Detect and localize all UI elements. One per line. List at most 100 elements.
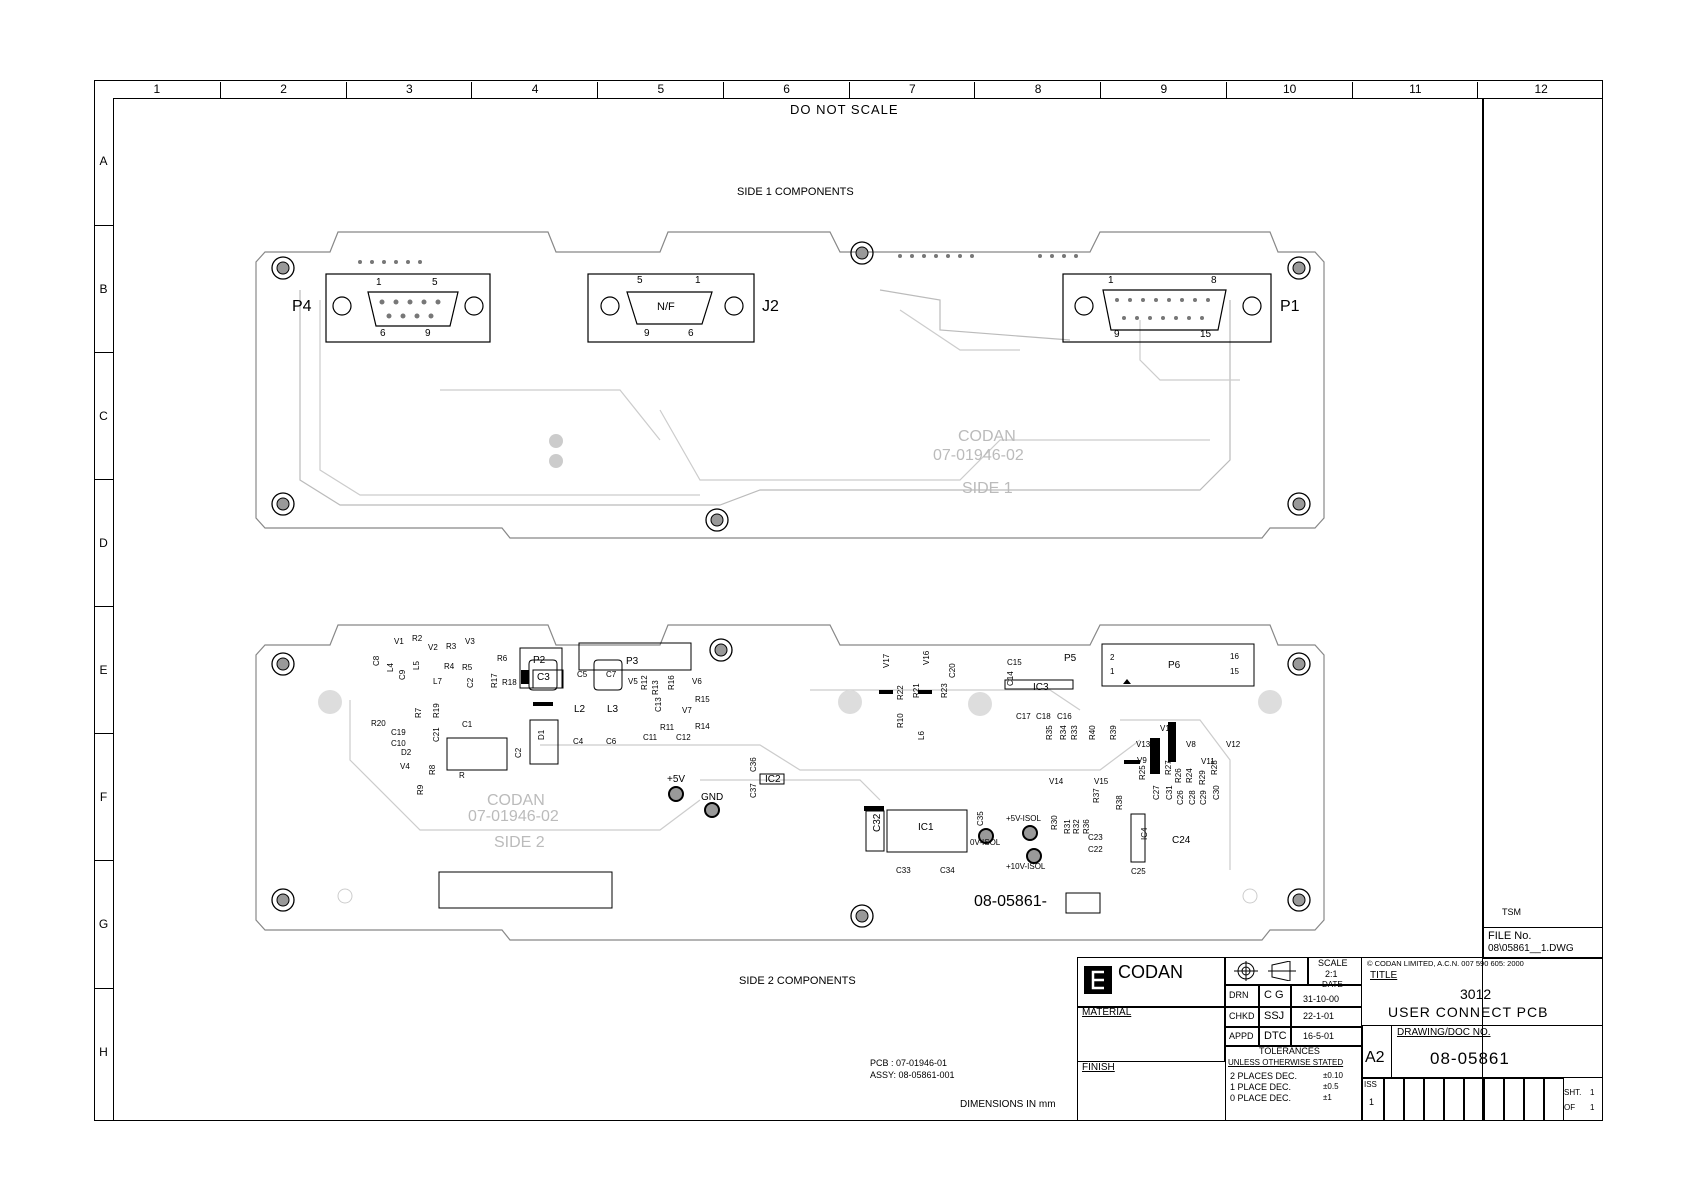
component-label: R11 xyxy=(660,723,675,732)
component-label: R23 xyxy=(940,683,949,698)
component-label: C10 xyxy=(391,739,406,748)
issue-grid-cell xyxy=(1464,1078,1484,1121)
component-label: V9 xyxy=(1137,756,1147,765)
issue-grid-cell xyxy=(1424,1078,1444,1121)
issue-grid-cell xyxy=(1524,1078,1544,1121)
component-label: R2 xyxy=(412,634,423,643)
component-label: IC2 xyxy=(765,774,781,785)
side1-title: SIDE 1 COMPONENTS xyxy=(737,186,854,198)
dimensions-note: DIMENSIONS IN mm xyxy=(960,1099,1056,1110)
material-cell xyxy=(1077,1007,1225,1062)
zone-row-label: A xyxy=(99,154,108,168)
component-label: R6 xyxy=(497,654,508,663)
zone-column-label: 6 xyxy=(722,82,850,98)
component-label: R5 xyxy=(462,663,473,672)
component-label: R25 xyxy=(1138,765,1147,780)
projection-cell xyxy=(1225,957,1308,985)
component-label: C37 xyxy=(749,783,758,798)
component-label: P6 xyxy=(1168,660,1181,671)
component-label: IC4 xyxy=(1140,827,1149,840)
tolerance-value: ±0.10 xyxy=(1323,1071,1343,1080)
material-label: MATERIAL xyxy=(1082,1007,1132,1018)
issue-grid-cell xyxy=(1484,1078,1504,1121)
component-label: R24 xyxy=(1185,768,1194,783)
zone-row-label: B xyxy=(94,225,113,353)
component-label: 2 xyxy=(1110,653,1115,662)
component-label: L3 xyxy=(607,704,619,715)
approval-initials: SSJ xyxy=(1264,1010,1285,1022)
component-label: C12 xyxy=(676,733,691,742)
component-label: R27 xyxy=(1164,760,1173,775)
iss-value: 1 xyxy=(1369,1097,1375,1107)
component-label: C9 xyxy=(398,669,407,680)
issue-grid-cell xyxy=(1504,1078,1524,1121)
zone-row-label: G xyxy=(94,860,113,988)
component-label: V16 xyxy=(922,650,931,665)
component-label: V2 xyxy=(428,643,438,652)
projection-symbol-icon xyxy=(1234,961,1296,981)
zone-row-label: F xyxy=(94,733,113,861)
zone-row-label: H xyxy=(94,987,113,1116)
scale-value: 2:1 xyxy=(1325,969,1338,979)
j2-pin-1: 1 xyxy=(695,275,701,286)
side2-title: SIDE 2 COMPONENTS xyxy=(739,975,856,987)
p1-pin-15: 15 xyxy=(1200,329,1212,340)
component-label: C2 xyxy=(466,677,475,688)
approval-cell xyxy=(1259,1027,1291,1046)
size-cell xyxy=(1362,1025,1392,1078)
component-label: +5V-ISOL xyxy=(1006,814,1041,823)
component-label: C30 xyxy=(1212,785,1221,800)
component-label: R35 xyxy=(1045,725,1054,740)
scale-cell xyxy=(1308,957,1362,985)
copyright: © CODAN LIMITED, A.C.N. 007 590 605: 200… xyxy=(1367,959,1524,968)
component-label: C36 xyxy=(749,757,758,772)
codan-logo-icon xyxy=(1084,966,1112,994)
component-label: R40 xyxy=(1088,725,1097,740)
component-label: L2 xyxy=(574,704,586,715)
logo-cell xyxy=(1077,957,1225,1007)
zone-column-label: 10 xyxy=(1225,82,1353,98)
component-label: D1 xyxy=(537,729,546,740)
component-label: V15 xyxy=(1094,777,1109,786)
approval-date: 31-10-00 xyxy=(1303,994,1340,1004)
approval-date: 22-1-01 xyxy=(1303,1011,1335,1021)
zone-column-label: 2 xyxy=(219,82,347,98)
component-label: R32 xyxy=(1072,819,1081,834)
component-label: V17 xyxy=(882,653,891,668)
approval-role: APPD xyxy=(1229,1030,1254,1041)
component-label: C7 xyxy=(606,670,617,679)
title-line2: USER CONNECT PCB xyxy=(1388,1004,1549,1020)
component-label: C33 xyxy=(896,866,911,875)
issue-grid-cell xyxy=(1444,1078,1464,1121)
tolerance-desc: 1 PLACE DEC. xyxy=(1230,1082,1292,1092)
component-label: C13 xyxy=(654,697,663,712)
j2-pin-9: 9 xyxy=(644,328,650,339)
component-label: C23 xyxy=(1088,833,1103,842)
component-label: R13 xyxy=(651,680,660,695)
zone-row-label: C xyxy=(94,352,113,480)
component-label: C32 xyxy=(872,813,883,832)
j2-nf: N/F xyxy=(657,301,675,313)
zone-column-label: 3 xyxy=(345,82,473,98)
component-label: R26 xyxy=(1174,768,1183,783)
p1-ref: P1 xyxy=(1280,298,1300,315)
component-label: V8 xyxy=(1186,740,1196,749)
component-label: V3 xyxy=(465,637,475,646)
do-not-scale-note: DO NOT SCALE xyxy=(790,102,899,117)
iss-cell xyxy=(1362,1078,1384,1121)
component-label: R16 xyxy=(667,675,676,690)
tolerances-sub: UNLESS OTHERWISE STATED xyxy=(1228,1058,1344,1067)
title-line1: 3012 xyxy=(1460,986,1492,1002)
tolerance-desc: 2 PLACES DEC. xyxy=(1230,1071,1298,1081)
tolerance-cell xyxy=(1225,1046,1362,1121)
pcb-note: PCB : 07-01946-01 xyxy=(870,1058,948,1068)
component-label: L7 xyxy=(433,677,442,686)
right-panel-border xyxy=(1483,98,1603,959)
tolerance-desc: 0 PLACE DEC. xyxy=(1230,1093,1292,1103)
approval-cell xyxy=(1259,1007,1291,1027)
component-label: V13 xyxy=(1136,740,1151,749)
zone-column-label: 11 xyxy=(1351,82,1479,98)
component-label: C29 xyxy=(1199,790,1208,805)
approval-cell xyxy=(1225,985,1259,1007)
